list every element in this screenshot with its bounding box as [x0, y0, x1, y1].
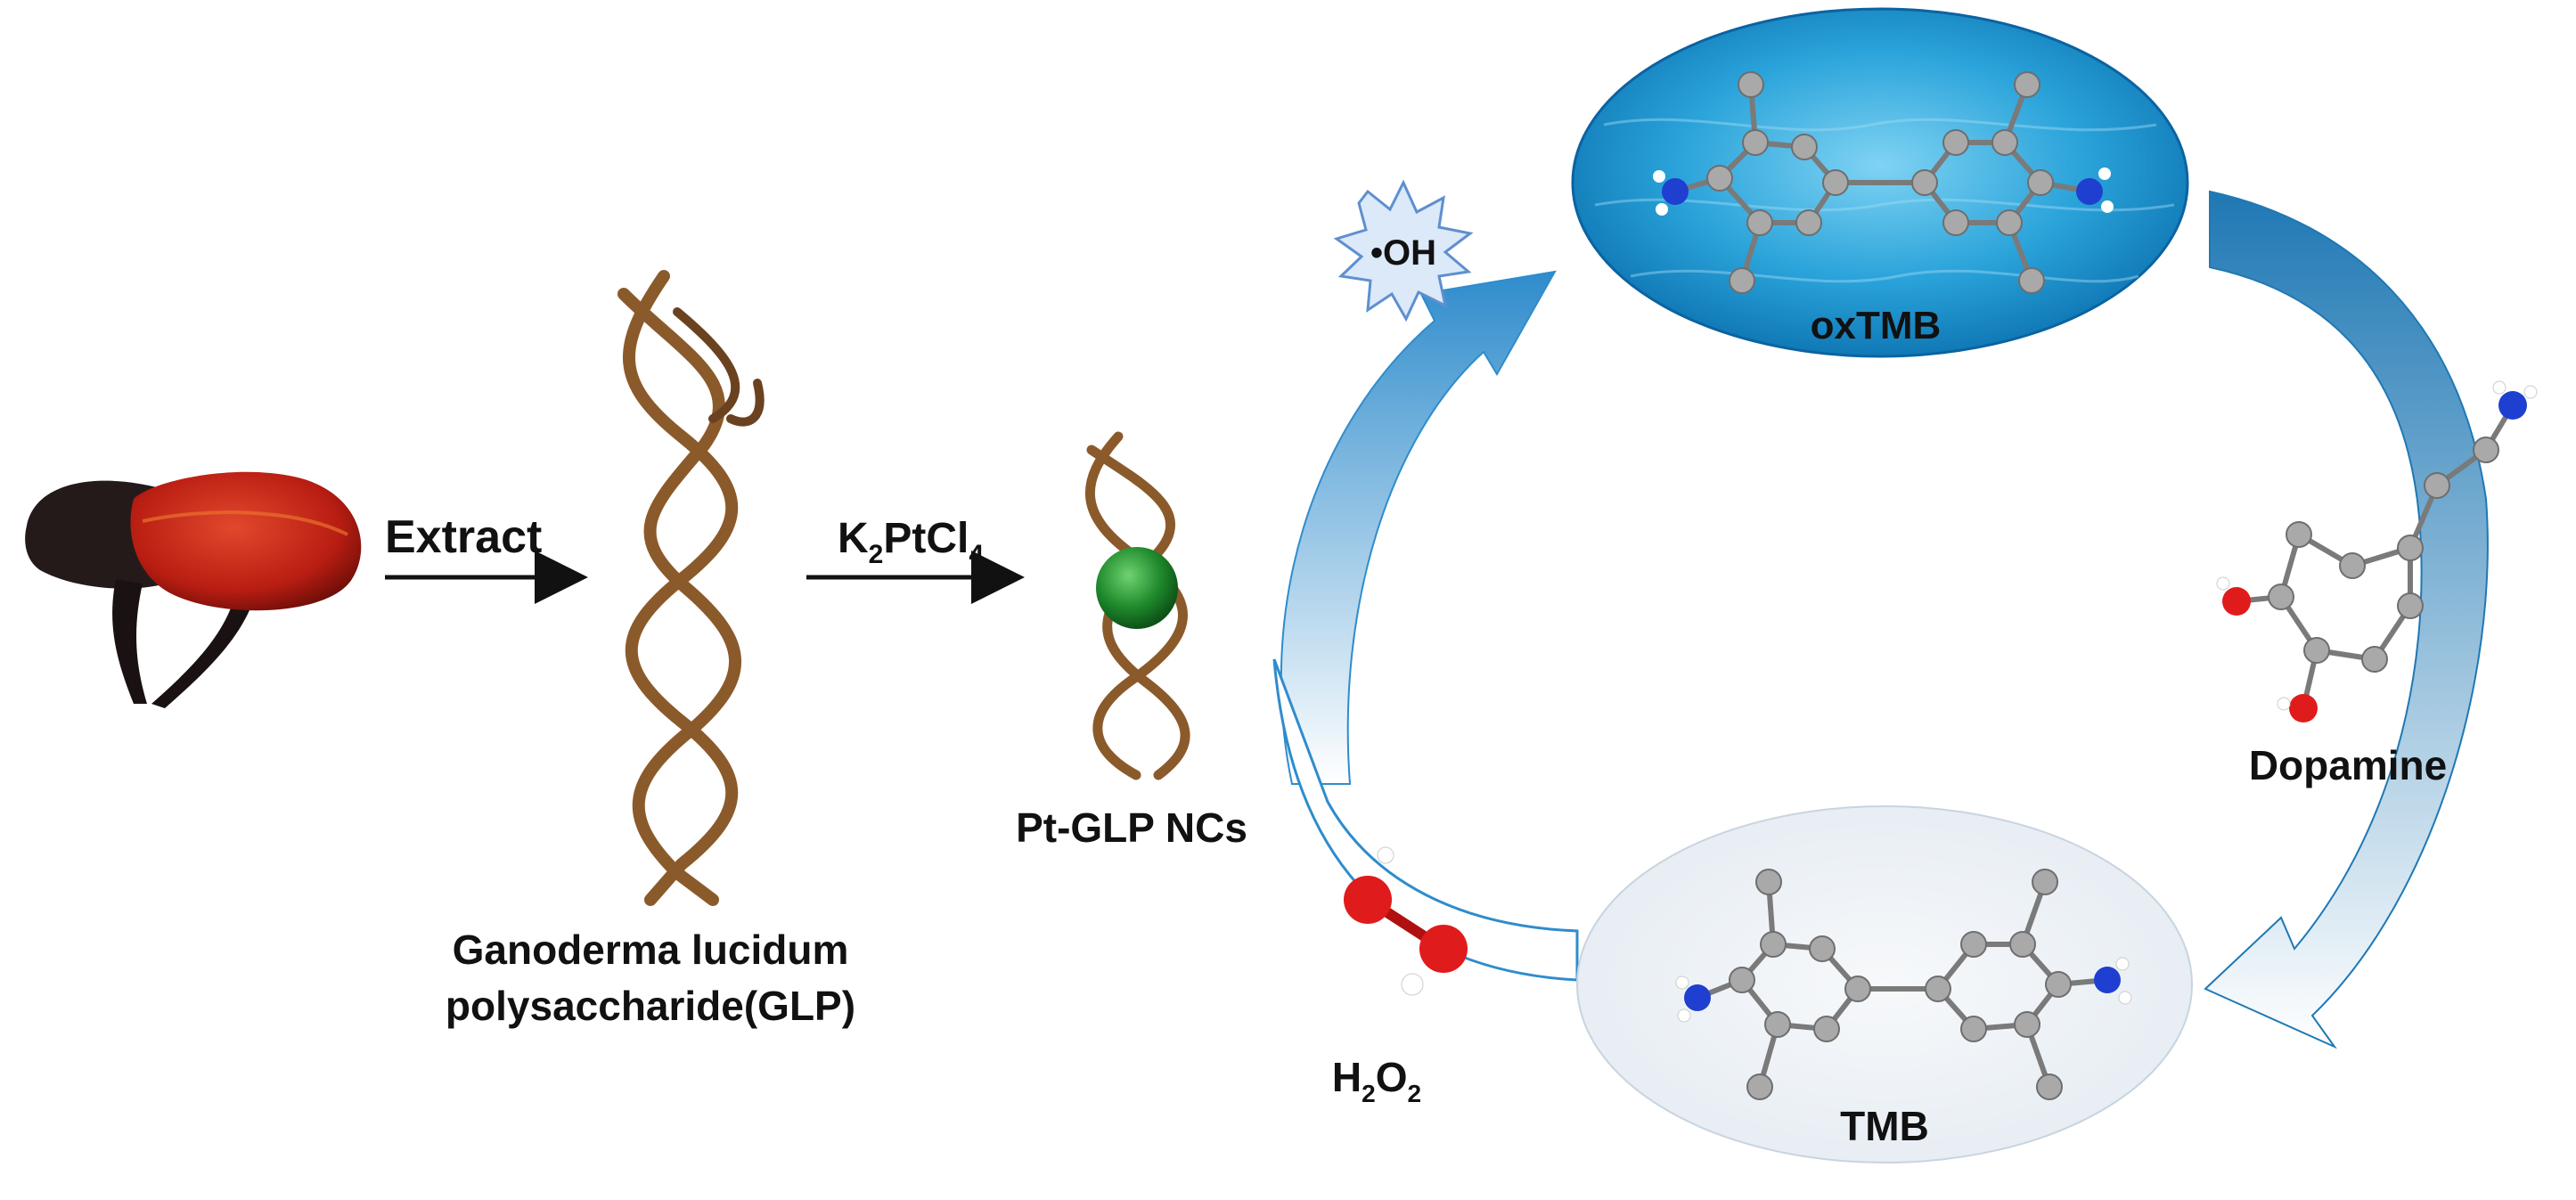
reagent-k: K	[838, 515, 869, 562]
hydroxyl-label: •OH	[1370, 233, 1436, 273]
tmb-panel: TMB	[1576, 805, 2193, 1163]
cycle-arrow-h2o2	[1272, 658, 1579, 982]
pt-glp-nanocluster	[1085, 431, 1190, 780]
glp-label-line2: polysaccharide(GLP)	[446, 983, 855, 1029]
h2o2-molecule	[1344, 846, 1468, 996]
cycle-arrow-left	[1280, 270, 1557, 785]
extract-label: Extract	[385, 511, 542, 563]
glp-helix	[617, 270, 765, 906]
oxtmb-label: oxTMB	[1811, 304, 1942, 347]
oxtmb-molecule	[1653, 71, 2114, 294]
h2o2-sub-1: 2	[1362, 1080, 1376, 1107]
nanocluster-label: Pt-GLP NCs	[1016, 804, 1247, 851]
h2o2-h: H	[1332, 1054, 1362, 1100]
reagent-label: K2PtCl4	[838, 515, 984, 569]
hydroxyl-radical-burst: •OH	[1333, 179, 1474, 322]
tmb-label: TMB	[1840, 1103, 1929, 1149]
oxtmb-panel: oxTMB	[1571, 7, 2189, 358]
h2o2-label: H2O2	[1332, 1054, 1421, 1107]
h2o2-sub-2: 2	[1408, 1080, 1422, 1107]
reagent-sub-4: 4	[969, 540, 984, 569]
reagent-sub-2: 2	[869, 540, 884, 569]
glp-label-line1: Ganoderma lucidum	[453, 927, 849, 973]
tmb-molecule	[1675, 869, 2132, 1100]
mushroom-image	[25, 471, 362, 708]
cycle-arrow-right	[2204, 190, 2489, 1049]
dopamine-molecule	[2216, 380, 2538, 722]
h2o2-o: O	[1376, 1054, 1408, 1100]
dopamine-label: Dopamine	[2249, 742, 2447, 788]
pt-core	[1096, 547, 1178, 629]
reagent-ptcl: PtCl	[883, 515, 969, 562]
